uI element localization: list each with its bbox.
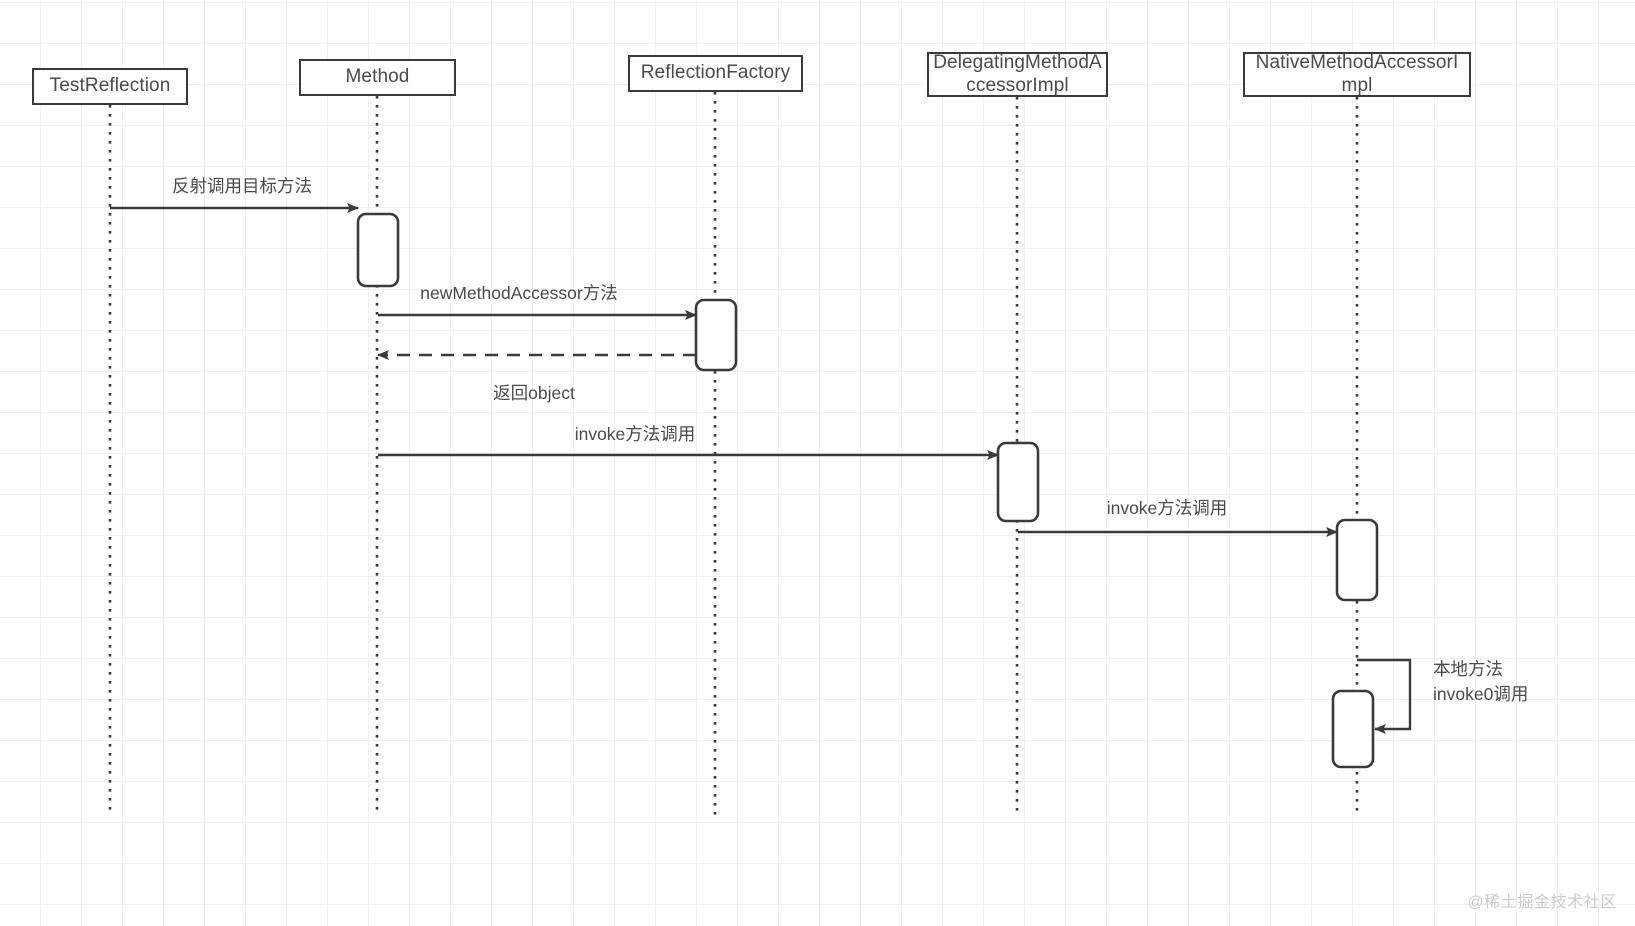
activations-group <box>356 212 1379 769</box>
self-message-label-line1: 本地方法 <box>1433 659 1503 679</box>
self-message-label-msg-native-invoke0-self: 本地方法 invoke0调用 <box>1433 657 1528 707</box>
participant-box-method[interactable]: Method <box>299 59 456 96</box>
activation-bar-activation-delegating[interactable] <box>996 441 1040 523</box>
message-label-msg-invoke-native: invoke方法调用 <box>1106 498 1228 518</box>
participant-box-delegating-method-accessor-impl[interactable]: DelegatingMethodAccessorImpl <box>927 52 1108 97</box>
activation-bar-activation-native-1[interactable] <box>1335 518 1379 602</box>
message-label-msg-invoke-delegating: invoke方法调用 <box>574 424 696 444</box>
messages-group <box>110 203 1412 734</box>
message-label-msg-return-object: 返回object <box>493 383 575 403</box>
participant-label: Method <box>345 66 410 88</box>
activation-bar-activation-method[interactable] <box>356 212 400 288</box>
participant-box-reflection-factory[interactable]: ReflectionFactory <box>628 55 803 92</box>
participant-label: NativeMethodAccessorImpl <box>1255 52 1459 96</box>
participant-label: DelegatingMethodAccessorImpl <box>933 52 1102 96</box>
message-label-msg-reflect-invoke-target: 反射调用目标方法 <box>172 176 312 196</box>
self-message-arrow-msg-native-invoke0-self[interactable] <box>1357 658 1412 734</box>
activation-bar-activation-native-2[interactable] <box>1331 689 1375 769</box>
participant-box-native-method-accessor-impl[interactable]: NativeMethodAccessorImpl <box>1243 52 1471 97</box>
activation-bar-activation-reflection-factory[interactable] <box>694 298 738 372</box>
watermark-text: @稀土掘金技术社区 <box>1467 894 1617 911</box>
participant-box-test-reflection[interactable]: TestReflection <box>32 68 188 105</box>
message-label-msg-new-method-accessor: newMethodAccessor方法 <box>420 283 618 303</box>
self-message-label-line2: invoke0调用 <box>1433 683 1529 704</box>
participant-label: ReflectionFactory <box>640 62 791 84</box>
participant-label: TestReflection <box>49 75 171 97</box>
